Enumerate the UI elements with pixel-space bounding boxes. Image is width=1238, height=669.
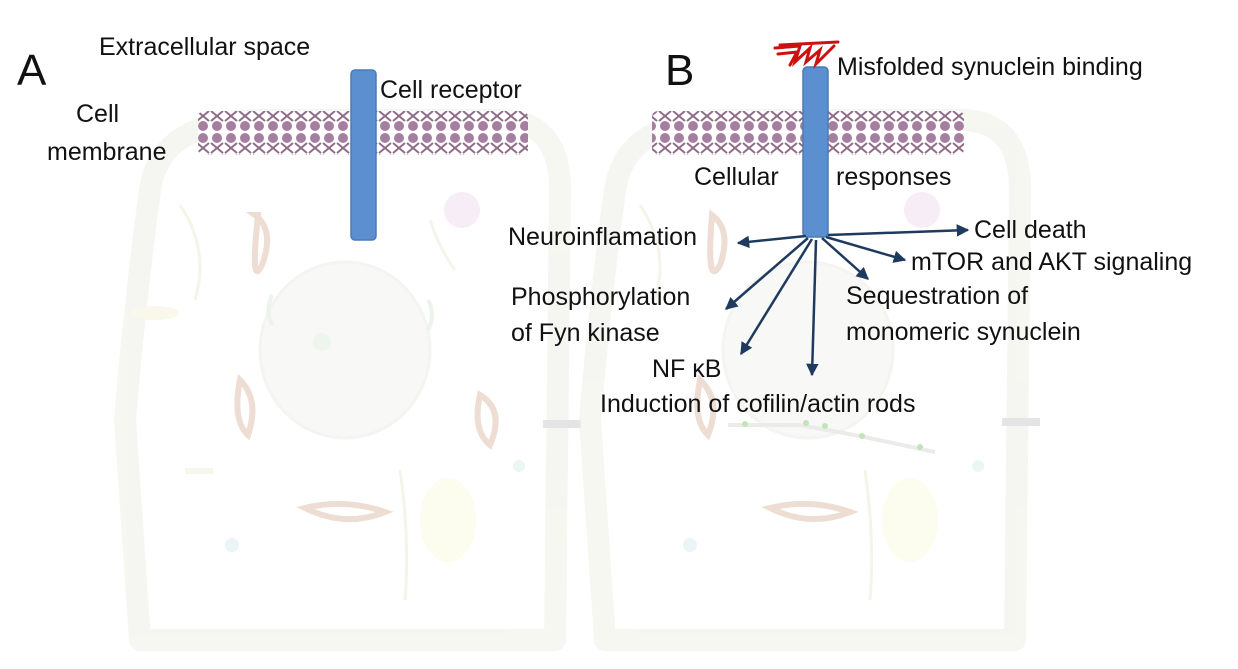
cell-a-strand-2 bbox=[398, 469, 409, 601]
arrow-cell-death bbox=[827, 224, 970, 237]
arrow-phosphorylation bbox=[725, 237, 809, 310]
mtor-akt-label: mTOR and AKT signaling bbox=[911, 248, 1193, 276]
arrow-mtor-akt bbox=[825, 235, 907, 263]
cell-a-mito-1 bbox=[246, 212, 271, 275]
cell-receptor-b bbox=[802, 66, 829, 238]
cell-b-rod-track bbox=[728, 423, 936, 454]
cell-a-er-2 bbox=[426, 299, 434, 331]
cell-membrane-label-line2: membrane bbox=[47, 138, 167, 166]
panel-a-letter: A bbox=[17, 46, 47, 95]
arrow-cofilin bbox=[806, 239, 819, 377]
background-cell-a bbox=[114, 109, 581, 651]
neuroinflamation-label: Neuroinflamation bbox=[508, 223, 697, 251]
cell-a-grey-bar bbox=[543, 420, 581, 428]
arrow-nfkb bbox=[739, 238, 814, 356]
cellular-label: Cellular bbox=[694, 163, 779, 191]
cell-membrane-label-line1: Cell bbox=[76, 100, 120, 128]
cell-a-strand-3 bbox=[428, 219, 457, 271]
cell-a-outline bbox=[114, 109, 571, 651]
sequestration-label-line1: Sequestration of bbox=[846, 282, 1029, 310]
cell-b-strand-2 bbox=[863, 469, 874, 601]
cell-a-nucleolus bbox=[313, 333, 331, 351]
cell-a-mito-4 bbox=[296, 500, 394, 523]
misfolded-synuclein-aggregate bbox=[773, 40, 840, 70]
cell-a-vesicle-yellow bbox=[420, 478, 476, 562]
cell-b-rod-dot-2 bbox=[803, 420, 809, 426]
cell-b-rod-dot-4 bbox=[859, 433, 865, 439]
cell-a-left-blob bbox=[131, 306, 179, 320]
cell-b-rod-dot-5 bbox=[917, 444, 923, 450]
cell-b-dot-teal bbox=[972, 460, 984, 472]
cell-a-strand-1 bbox=[178, 204, 202, 301]
cell-b-mito-3 bbox=[761, 500, 859, 523]
arrow-sequestration bbox=[821, 237, 869, 280]
cell-b-nucleus bbox=[721, 260, 895, 440]
cell-a-nucleus bbox=[258, 260, 432, 440]
cell-b-rod-dot-3 bbox=[822, 423, 828, 429]
panel-b-letter: B bbox=[665, 46, 695, 95]
cofilin-actin-label: Induction of cofilin/actin rods bbox=[600, 390, 916, 418]
cell-receptor-label: Cell receptor bbox=[380, 76, 522, 104]
cell-a-mito-3 bbox=[474, 390, 499, 450]
cell-a-er-1 bbox=[266, 294, 274, 326]
cell-b-mito-1 bbox=[707, 209, 728, 275]
phosphorylation-label-line1: Phosphorylation bbox=[511, 283, 691, 311]
cell-b-dot-blue bbox=[683, 538, 697, 552]
cell-b-mito-2 bbox=[694, 374, 717, 441]
cell-b-vesicle-pink bbox=[904, 192, 940, 228]
cell-a-small-rect bbox=[185, 468, 213, 474]
extracellular-space-label: Extracellular space bbox=[99, 33, 311, 61]
cell-death-label: Cell death bbox=[974, 216, 1087, 244]
misfolded-binding-label: Misfolded synuclein binding bbox=[837, 53, 1143, 81]
phosphorylation-label-line2: of Fyn kinase bbox=[511, 319, 660, 347]
cell-a-dot-teal bbox=[513, 460, 525, 472]
cell-b-vesicle-yellow bbox=[882, 478, 938, 562]
arrow-neuroinflamation bbox=[736, 234, 807, 249]
cell-receptor-a bbox=[350, 69, 377, 241]
cell-a-dot-blue bbox=[225, 538, 239, 552]
response-arrows bbox=[725, 224, 970, 377]
responses-label: responses bbox=[836, 163, 952, 191]
cell-b-strand-1 bbox=[638, 204, 662, 301]
sequestration-label-line2: monomeric synuclein bbox=[846, 318, 1081, 346]
cell-b-rod-dot-1 bbox=[742, 421, 748, 427]
cell-a-mito-2 bbox=[234, 373, 256, 441]
cell-a-vesicle-pink bbox=[444, 192, 480, 228]
cell-b-grey-bar bbox=[1002, 418, 1040, 426]
nfkb-label: NF κB bbox=[652, 355, 722, 383]
